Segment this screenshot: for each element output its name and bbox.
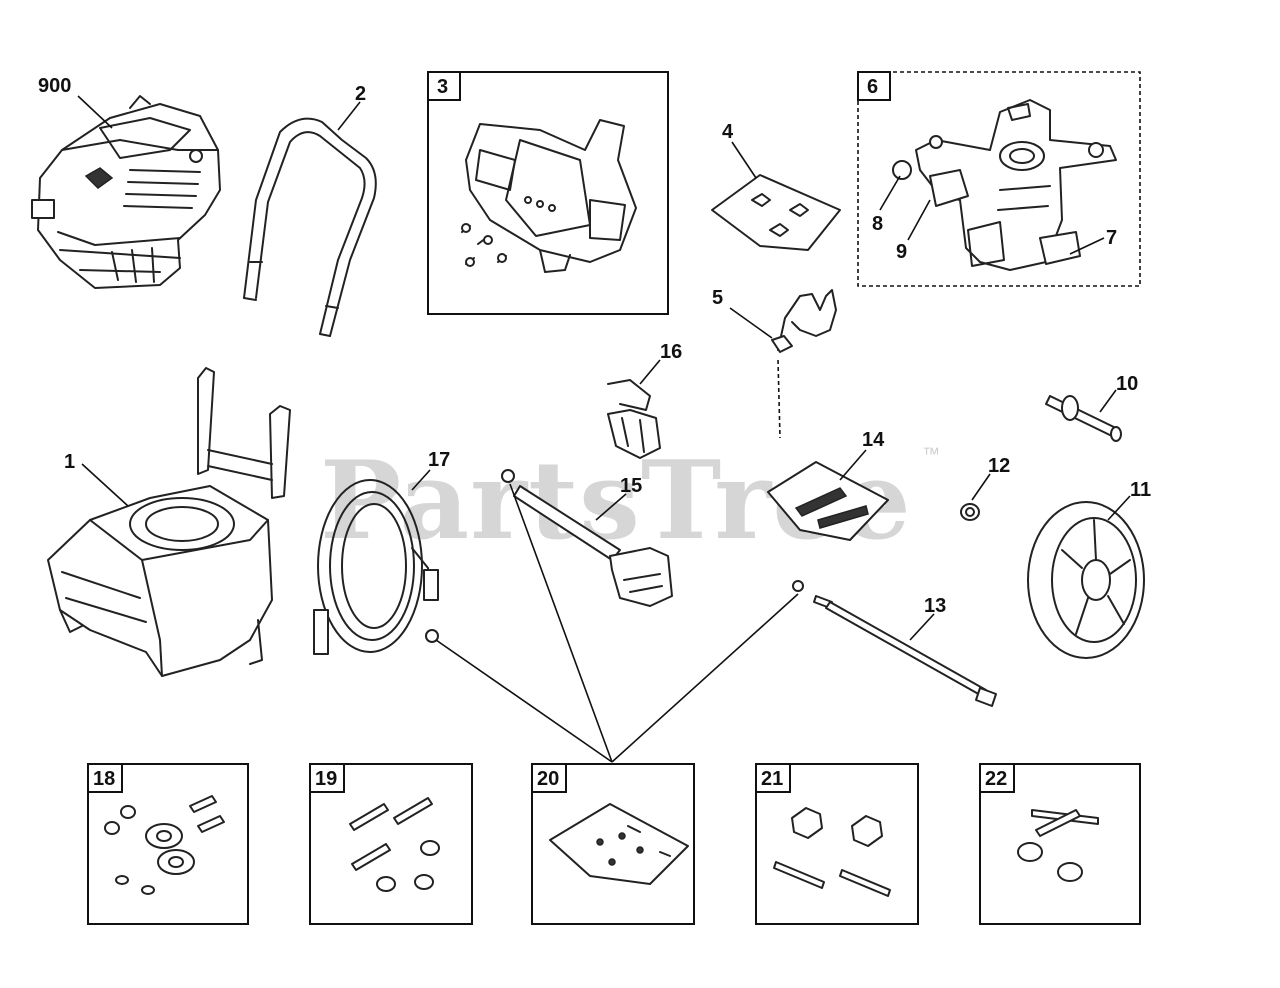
- part-frame[interactable]: [47, 367, 291, 677]
- kit-box-21[interactable]: 21: [755, 763, 919, 925]
- label-11: 11: [1130, 479, 1151, 501]
- label-12: 12: [988, 455, 1010, 477]
- label-7: 7: [1106, 227, 1117, 249]
- label-16: 16: [660, 341, 682, 363]
- box-label-20: 20: [537, 768, 559, 790]
- label-13: 13: [924, 595, 946, 617]
- box-label-18: 18: [93, 768, 115, 790]
- box-label-21: 21: [761, 768, 783, 790]
- part-nut-12[interactable]: [960, 503, 980, 521]
- label-8: 8: [872, 213, 883, 235]
- leader-hose-to-box-20: [435, 639, 613, 763]
- kit-box-22[interactable]: 22: [979, 763, 1141, 925]
- part-engine[interactable]: [31, 95, 221, 289]
- label-4: 4: [722, 121, 734, 143]
- box-label-6: 6: [867, 76, 878, 98]
- kit-box-20[interactable]: 20: [531, 763, 695, 925]
- part-hose-17[interactable]: [313, 479, 439, 655]
- box-label-3: 3: [437, 76, 448, 98]
- label-14: 14: [862, 429, 885, 451]
- label-1: 1: [64, 451, 75, 473]
- part-switch-5[interactable]: [771, 289, 837, 439]
- watermark-trademark: ™: [922, 444, 940, 464]
- part-axle-10[interactable]: [1045, 395, 1122, 442]
- label-9: 9: [896, 241, 907, 263]
- leader-gun-to-box-20: [509, 483, 613, 763]
- label-10: 10: [1116, 373, 1138, 395]
- label-15: 15: [620, 475, 642, 497]
- part-lance-13[interactable]: [792, 580, 997, 707]
- box-label-19: 19: [315, 768, 337, 790]
- part-spray-gun-15[interactable]: [501, 469, 673, 607]
- kit-box-3[interactable]: 3: [427, 71, 669, 315]
- label-900: 900: [38, 75, 71, 97]
- part-holder-16[interactable]: [607, 379, 661, 459]
- box-label-22: 22: [985, 768, 1007, 790]
- part-handle[interactable]: [243, 117, 377, 337]
- leader-lance-to-box-20: [611, 593, 799, 763]
- label-2: 2: [355, 83, 366, 105]
- part-hardware-bag-14[interactable]: [767, 461, 889, 541]
- label-5: 5: [712, 287, 723, 309]
- label-17: 17: [428, 449, 450, 471]
- kit-box-18[interactable]: 18: [87, 763, 249, 925]
- kit-box-19[interactable]: 19: [309, 763, 473, 925]
- kit-box-6[interactable]: 6: [857, 71, 1141, 287]
- part-hardware-bag-4[interactable]: [711, 174, 841, 251]
- part-wheel-11[interactable]: [1027, 501, 1145, 659]
